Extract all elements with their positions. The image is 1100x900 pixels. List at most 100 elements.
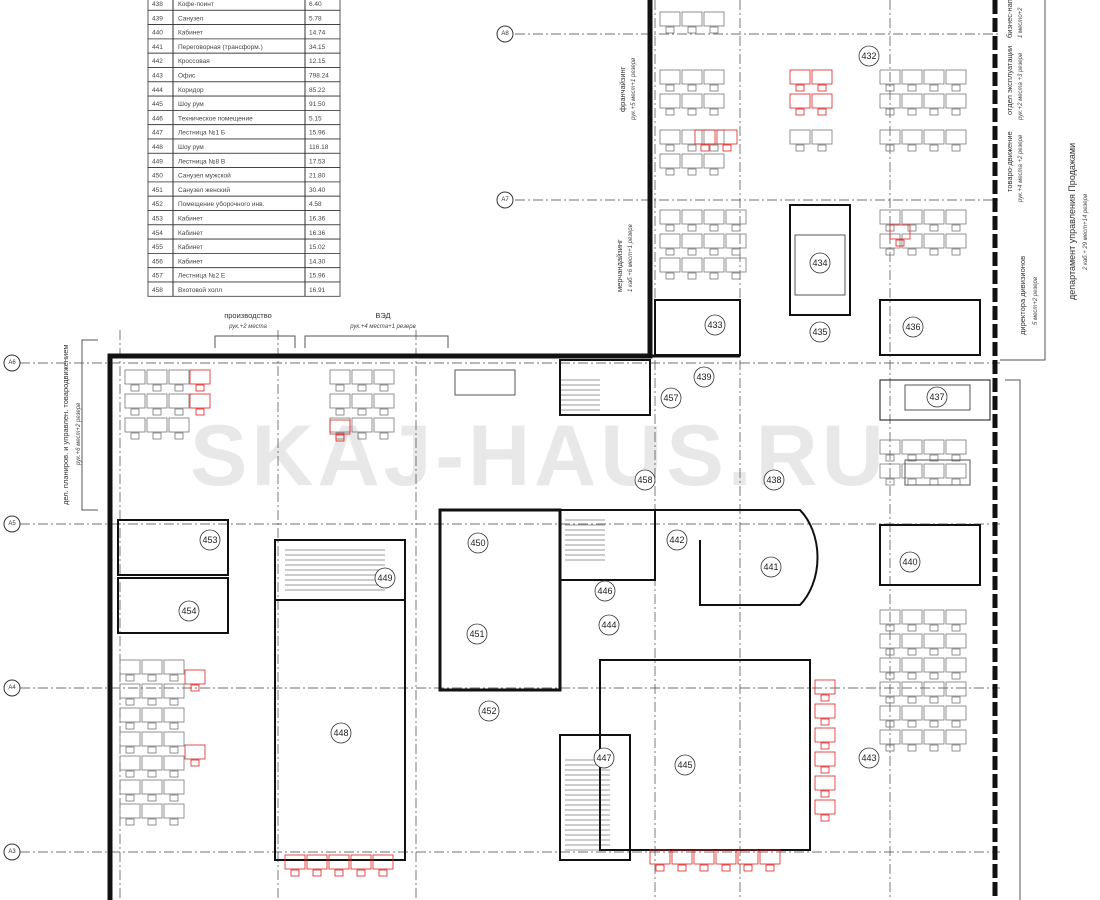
desk [901,69,923,92]
dept-goods: товаро-движение рук.+4 места +2 резерв [1005,131,1024,203]
desk [163,683,185,706]
room-number: 438 [152,1,163,8]
room-label-447: 447 [593,747,615,769]
svg-text:1 каб.+6 мест+1 резерв: 1 каб.+6 мест+1 резерв [628,224,634,292]
room-name: Помещение уборочного инв. [178,200,265,208]
desk [945,209,967,232]
desk [945,729,967,752]
room-area: 91.50 [309,101,326,108]
reserve-desk [814,703,836,726]
room-number: 442 [152,58,163,65]
desk [119,659,141,682]
room-area: 6.40 [309,1,322,8]
room-name: Кофе-поинт [178,1,214,8]
dept-production: производство рук.+2 места [214,311,296,348]
desk [659,93,681,116]
desk [329,369,351,392]
desk [163,731,185,754]
desk [373,369,395,392]
room-name: Кабинет [178,229,203,237]
desk [681,209,703,232]
room-area: 21.80 [309,173,326,180]
room-label-433: 433 [704,314,726,336]
desk [945,463,967,486]
svg-text:A6: A6 [8,360,16,366]
axis-a6: A6 [3,354,21,372]
reserve-desk [814,679,836,702]
reserve-desk [671,849,693,872]
room-label-438: 438 [763,469,785,491]
desk [811,129,833,152]
room-number: 446 [152,115,163,122]
svg-text:рук.+6 мест+2 резерв: рук.+6 мест+2 резерв [76,403,82,466]
desk [901,439,923,462]
room-area: 14.74 [309,30,326,37]
reserve-desk [184,669,206,692]
desk [141,683,163,706]
room-name: Шоу рум [178,101,204,108]
room-number: 450 [152,173,163,180]
desk [945,681,967,704]
room-label-453: 453 [199,529,221,551]
room-area: 4.58 [309,201,322,208]
desk [879,681,901,704]
desk [659,129,681,152]
svg-text:454: 454 [181,606,196,616]
room-area: 5.15 [309,115,322,122]
room-name: Санузел [178,15,204,22]
desk [703,11,725,34]
desk [901,681,923,704]
room-number: 448 [152,144,163,151]
desk [945,633,967,656]
room-area: 12.15 [309,58,326,65]
desk [901,657,923,680]
desk [141,803,163,826]
desk [923,657,945,680]
desk [703,209,725,232]
room-name: Кабинет [178,215,203,223]
svg-text:A3: A3 [8,849,16,855]
desk [879,439,901,462]
desk [124,369,146,392]
room-number: 451 [152,187,163,194]
svg-text:мерчандайзинг: мерчандайзинг [615,239,624,292]
desk [879,69,901,92]
reserve-desk [814,751,836,774]
room-name: Лестница №8 В [178,158,225,165]
desk [879,609,901,632]
room-label-443: 443 [858,747,880,769]
desk [901,209,923,232]
svg-text:A8: A8 [501,31,509,37]
desk [923,705,945,728]
axis-a7: A7 [496,191,514,209]
dept-small: бизнес-направл. 1 место+2 [1005,0,1024,38]
room-number: 456 [152,258,163,265]
room-name: Лестница №2 Е [178,273,226,280]
axis-markers: A8 A7 A6 A5 A4 A3 [3,25,514,861]
reserve-desk [737,849,759,872]
desk [901,233,923,256]
stairs [560,379,600,416]
desk [945,657,967,680]
reserve-desk [715,849,737,872]
reserve-desk [284,854,306,877]
desk [945,439,967,462]
room-label-450: 450 [467,532,489,554]
desk [373,417,395,440]
desk [789,129,811,152]
room-area: 5.78 [309,15,322,22]
svg-text:452: 452 [481,706,496,716]
desk [945,69,967,92]
svg-text:департамент управления Продажа: департамент управления Продажами [1067,143,1077,300]
desk [923,93,945,116]
dept-sales: департамент управления Продажами 2 каб.+… [1067,143,1089,300]
desk [659,69,681,92]
svg-text:рук.+2 места: рук.+2 места [228,324,267,330]
svg-text:442: 442 [669,535,684,545]
desk [141,707,163,730]
